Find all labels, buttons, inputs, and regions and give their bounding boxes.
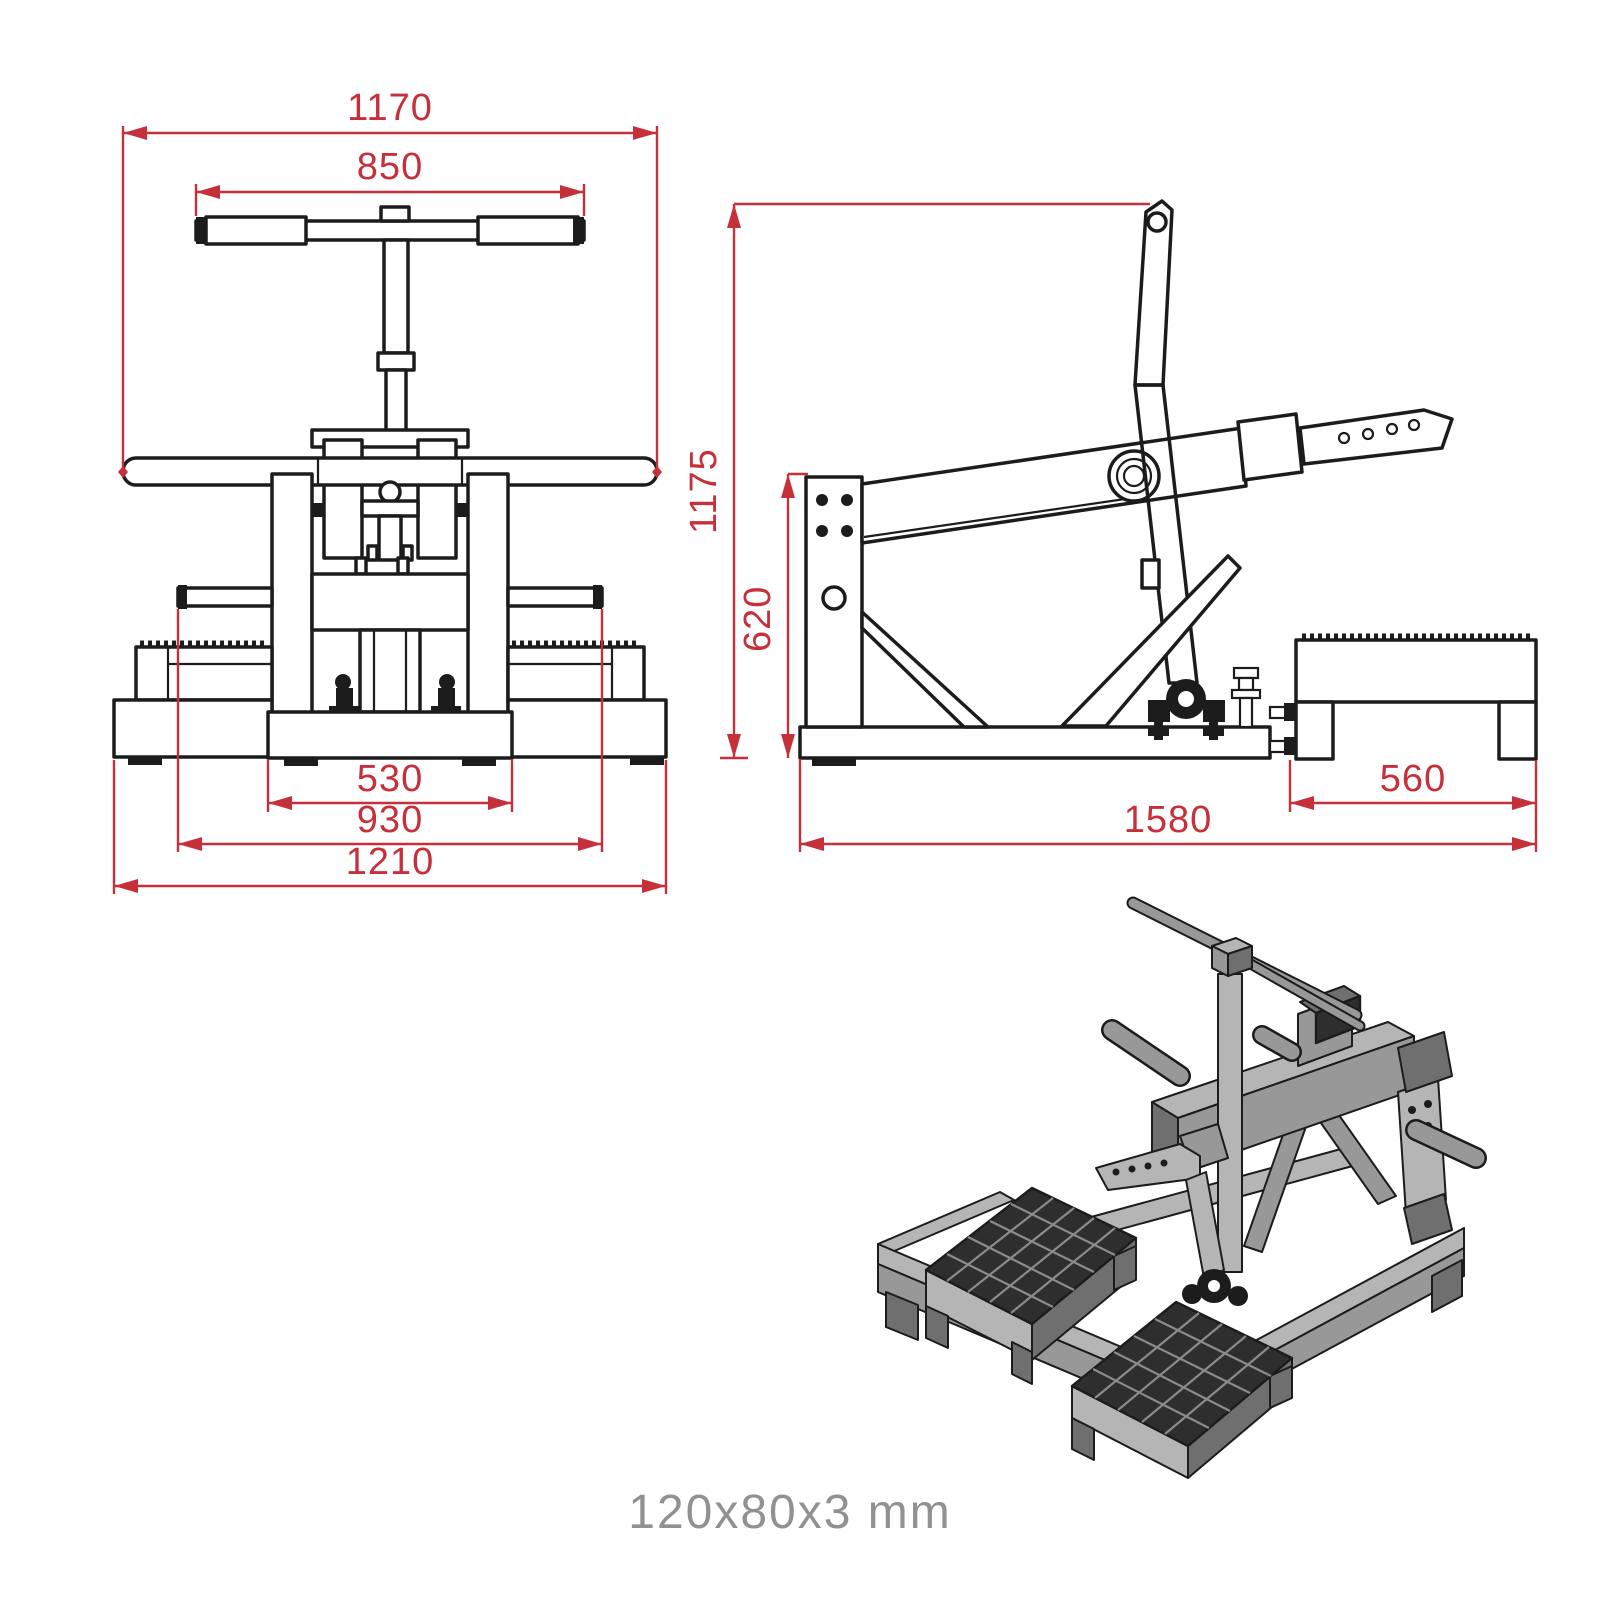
handlebar-assembly	[194, 205, 586, 438]
front-view-drawing: 1170 850 530 930	[112, 87, 668, 894]
diagonal-strut	[860, 610, 990, 729]
post-collar	[376, 351, 416, 372]
dimension-platform-depth: 560	[1288, 758, 1538, 852]
arm-sleeve	[1236, 412, 1304, 482]
side-arms	[176, 585, 604, 609]
iso-weight-horn	[1407, 1121, 1485, 1167]
lower-column	[358, 628, 422, 714]
post-hole	[821, 585, 847, 611]
handle-post-cap	[379, 205, 411, 223]
dim-label-530: 530	[357, 758, 423, 800]
iso-mast	[1101, 896, 1487, 1273]
lever-hole	[1146, 211, 1168, 233]
ratchet-pawls	[329, 674, 461, 714]
dimension-base-overall: 1210	[112, 760, 668, 894]
iso-ratchet-hub	[1182, 1171, 1248, 1306]
iso-platform-rear	[924, 1186, 1138, 1385]
iso-foot	[885, 1291, 919, 1341]
dim-label-1580: 1580	[1124, 799, 1213, 841]
dim-label-1210: 1210	[346, 841, 435, 883]
frame-posts	[270, 472, 510, 716]
side-base-rail	[798, 703, 1297, 766]
side-view-drawing: 1175 620 560 1580	[683, 199, 1538, 852]
weight-horn-bar	[121, 456, 659, 562]
dim-label-930: 930	[357, 799, 423, 841]
dimension-overall-width: 1170	[118, 87, 662, 478]
dimension-base-center: 530	[266, 758, 514, 812]
dim-label-1175: 1175	[683, 448, 725, 534]
handle-center-post	[382, 238, 410, 355]
step-platform	[1294, 633, 1538, 761]
platform-leg	[1294, 700, 1335, 761]
iso-weight-horn	[1103, 1021, 1189, 1085]
base-foot	[630, 757, 664, 765]
platform-leg	[1497, 700, 1538, 761]
base-foot	[284, 758, 318, 766]
dim-label-1170: 1170	[347, 87, 433, 129]
base-foot	[812, 758, 856, 766]
bolt-head	[1284, 703, 1297, 721]
handle-end-cap	[196, 217, 207, 244]
dimension-base-arms: 930	[176, 609, 604, 852]
dimension-post-height: 620	[737, 472, 808, 758]
base-frame	[112, 698, 668, 766]
dimension-overall-length: 1580	[798, 760, 1536, 852]
isometric-view	[877, 896, 1487, 1479]
base-foot	[462, 758, 496, 766]
base-foot	[128, 757, 162, 765]
extension-arm	[1298, 408, 1454, 466]
iso-extension-plate	[1095, 1123, 1229, 1191]
dimension-handlebar-width: 850	[194, 146, 586, 216]
bolt-head	[1284, 737, 1297, 755]
dim-label-560: 560	[1380, 758, 1446, 800]
adjuster-pin	[1230, 666, 1262, 729]
side-upright-post	[804, 475, 864, 729]
pivot-pin-hole	[378, 480, 402, 504]
dimension-overall-height: 1175	[683, 202, 1150, 760]
handle-end-cap	[573, 217, 584, 244]
dim-label-620: 620	[737, 586, 779, 652]
caption-tube-size: 120x80x3 mm	[628, 1486, 951, 1539]
dim-label-850: 850	[357, 146, 423, 188]
center-crossbar	[310, 556, 470, 714]
blade-brace	[1060, 554, 1242, 728]
iso-right-post	[1397, 1031, 1453, 1245]
iso-platform-front	[1070, 1300, 1294, 1479]
iso-foot	[1431, 1259, 1463, 1313]
main-lever-arm	[860, 408, 1454, 545]
ratchet-hub	[1148, 679, 1225, 740]
